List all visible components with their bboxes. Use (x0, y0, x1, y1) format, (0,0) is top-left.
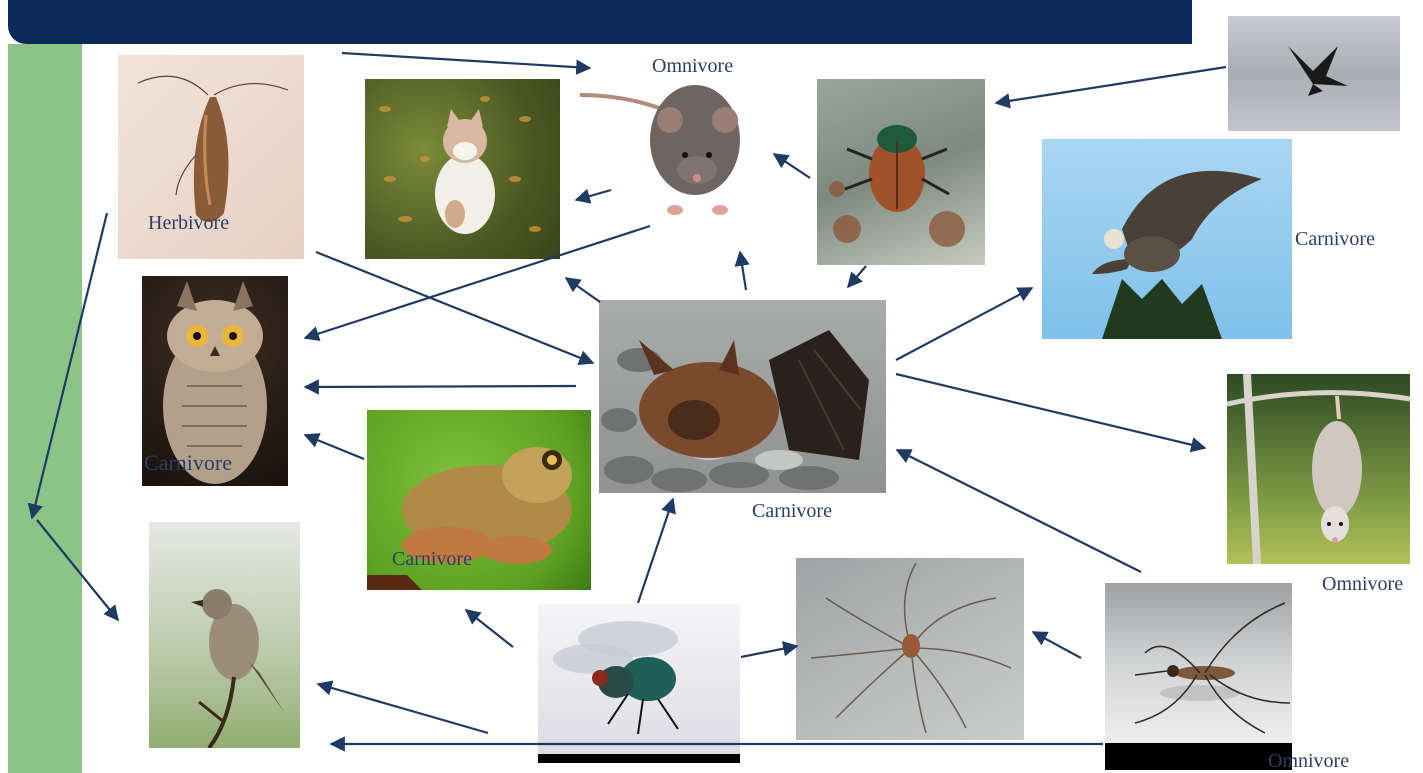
arrow-beetle-to-bat (848, 266, 866, 287)
arrow-frog-to-owl (305, 435, 364, 459)
arrow-mosquito-to-bat (897, 450, 1141, 572)
arrow-beetle-to-rat (774, 154, 810, 178)
arrow-bat-to-cat (566, 278, 600, 302)
arrow-fly-to-frog (466, 610, 513, 647)
arrow-flycatcher-left (37, 520, 118, 620)
arrow-mosquito-to-spider (1033, 632, 1081, 658)
arrow-bat-to-rat (740, 252, 746, 290)
arrow-bat-to-osprey (896, 288, 1032, 360)
arrow-fly-to-flycatcher (318, 684, 488, 733)
arrow-bird-to-beetle (996, 67, 1226, 103)
arrow-moth-to-flycatcher (32, 213, 107, 518)
arrow-moth-to-bat (316, 252, 593, 363)
arrow-rat-to-owl (305, 226, 650, 338)
arrow-bat-to-owl (305, 386, 576, 387)
arrow-fly-to-spider (741, 646, 797, 657)
arrow-moth-to-rat (342, 53, 590, 68)
arrow-fly-to-bat (638, 499, 673, 603)
arrow-bat-to-opossum (896, 374, 1205, 448)
arrow-rat-to-cat (576, 190, 611, 200)
